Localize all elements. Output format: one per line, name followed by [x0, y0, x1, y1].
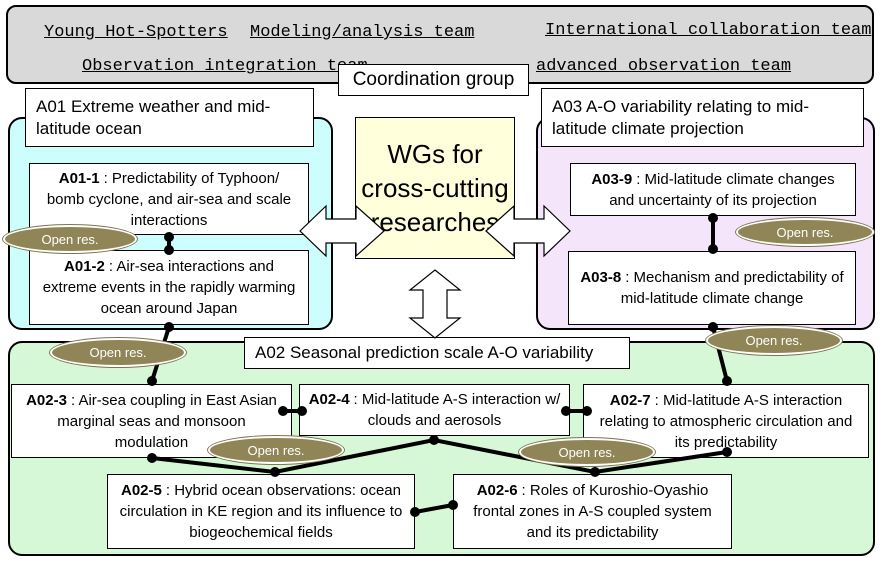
a02-3-text: : Air-sea coupling in East Asian margina…	[57, 391, 277, 451]
arrow-vertical-double-icon	[408, 269, 462, 339]
a02-4-text: : Mid-latitude A-S interaction w/ clouds…	[353, 391, 561, 429]
team-modeling-analysis[interactable]: Modeling/analysis team	[250, 23, 475, 42]
coordination-group: Coordination group	[338, 64, 529, 96]
a03-8-box[interactable]: A03-8: Mechanism and predictability of m…	[568, 251, 856, 325]
team-international-collaboration[interactable]: International collaboration team	[545, 21, 872, 40]
team-young-hot-spotters[interactable]: Young Hot-Spotters	[44, 23, 228, 42]
a01-2-code: A01-2	[64, 258, 105, 275]
link-a02-5-a02-6	[414, 503, 454, 514]
a02-4-code: A02-4	[308, 391, 350, 408]
arrow-left-double-icon	[299, 204, 385, 258]
open-res-a03-upper[interactable]: Open res.	[736, 218, 874, 246]
a02-3-box[interactable]: A02-3: Air-sea coupling in East Asian ma…	[11, 384, 292, 458]
a01-1-code: A01-1	[58, 169, 100, 187]
a01-1-text: : Predictability of Typhoon/ bomb cyclon…	[46, 169, 292, 229]
a02-4-box[interactable]: A02-4: Mid-latitude A-S interaction w/ c…	[299, 384, 570, 436]
a03-title: A03 A-O variability relating to mid-lati…	[541, 88, 864, 147]
a03-8-code: A03-8	[580, 269, 622, 286]
a02-7-code: A02-7	[609, 391, 651, 409]
open-res-a02-right[interactable]: Open res.	[519, 438, 655, 466]
a01-1-box[interactable]: A01-1: Predictability of Typhoon/ bomb c…	[29, 163, 309, 235]
open-res-a02-left[interactable]: Open res.	[208, 436, 344, 464]
a02-3-code: A02-3	[26, 391, 67, 409]
a02-5-text: : Hybrid ocean observations: ocean circu…	[119, 482, 403, 541]
team-observation-integration[interactable]: Observation integration team	[82, 57, 368, 76]
open-res-a01-a02[interactable]: Open res.	[50, 338, 186, 367]
a02-6-text: : Roles of Kuroshio-Oyashio frontal zone…	[473, 482, 712, 541]
open-res-a01[interactable]: Open res.	[3, 225, 137, 253]
open-res-a03-a02[interactable]: Open res.	[706, 326, 842, 355]
a03-8-text: : Mechanism and predictability of mid-la…	[620, 269, 844, 307]
a01-title: A01 Extreme weather and mid-latitude oce…	[25, 88, 314, 147]
a02-5-code: A02-5	[121, 482, 162, 499]
a02-5-box[interactable]: A02-5: Hybrid ocean observations: ocean …	[107, 474, 415, 549]
a02-7-box[interactable]: A02-7: Mid-latitude A-S interaction rela…	[583, 384, 869, 458]
a03-9-text: : Mid-latitude climate changes and uncer…	[609, 170, 835, 209]
a03-9-box[interactable]: A03-9: Mid-latitude climate changes and …	[570, 163, 856, 216]
team-advanced-observation[interactable]: advanced observation team	[536, 57, 792, 76]
a02-6-code: A02-6	[476, 482, 518, 499]
wg-cross-cutting[interactable]: WGs for cross-cutting researches	[355, 117, 515, 259]
a03-9-code: A03-9	[591, 170, 633, 188]
arrow-right-double-icon	[485, 204, 571, 258]
a02-title: A02 Seasonal prediction scale A-O variab…	[244, 337, 630, 369]
a02-6-box[interactable]: A02-6: Roles of Kuroshio-Oyashio frontal…	[453, 474, 732, 549]
a01-2-text: : Air-sea interactions and extreme event…	[42, 258, 296, 317]
a02-7-text: : Mid-latitude A-S interaction relating …	[599, 391, 853, 451]
